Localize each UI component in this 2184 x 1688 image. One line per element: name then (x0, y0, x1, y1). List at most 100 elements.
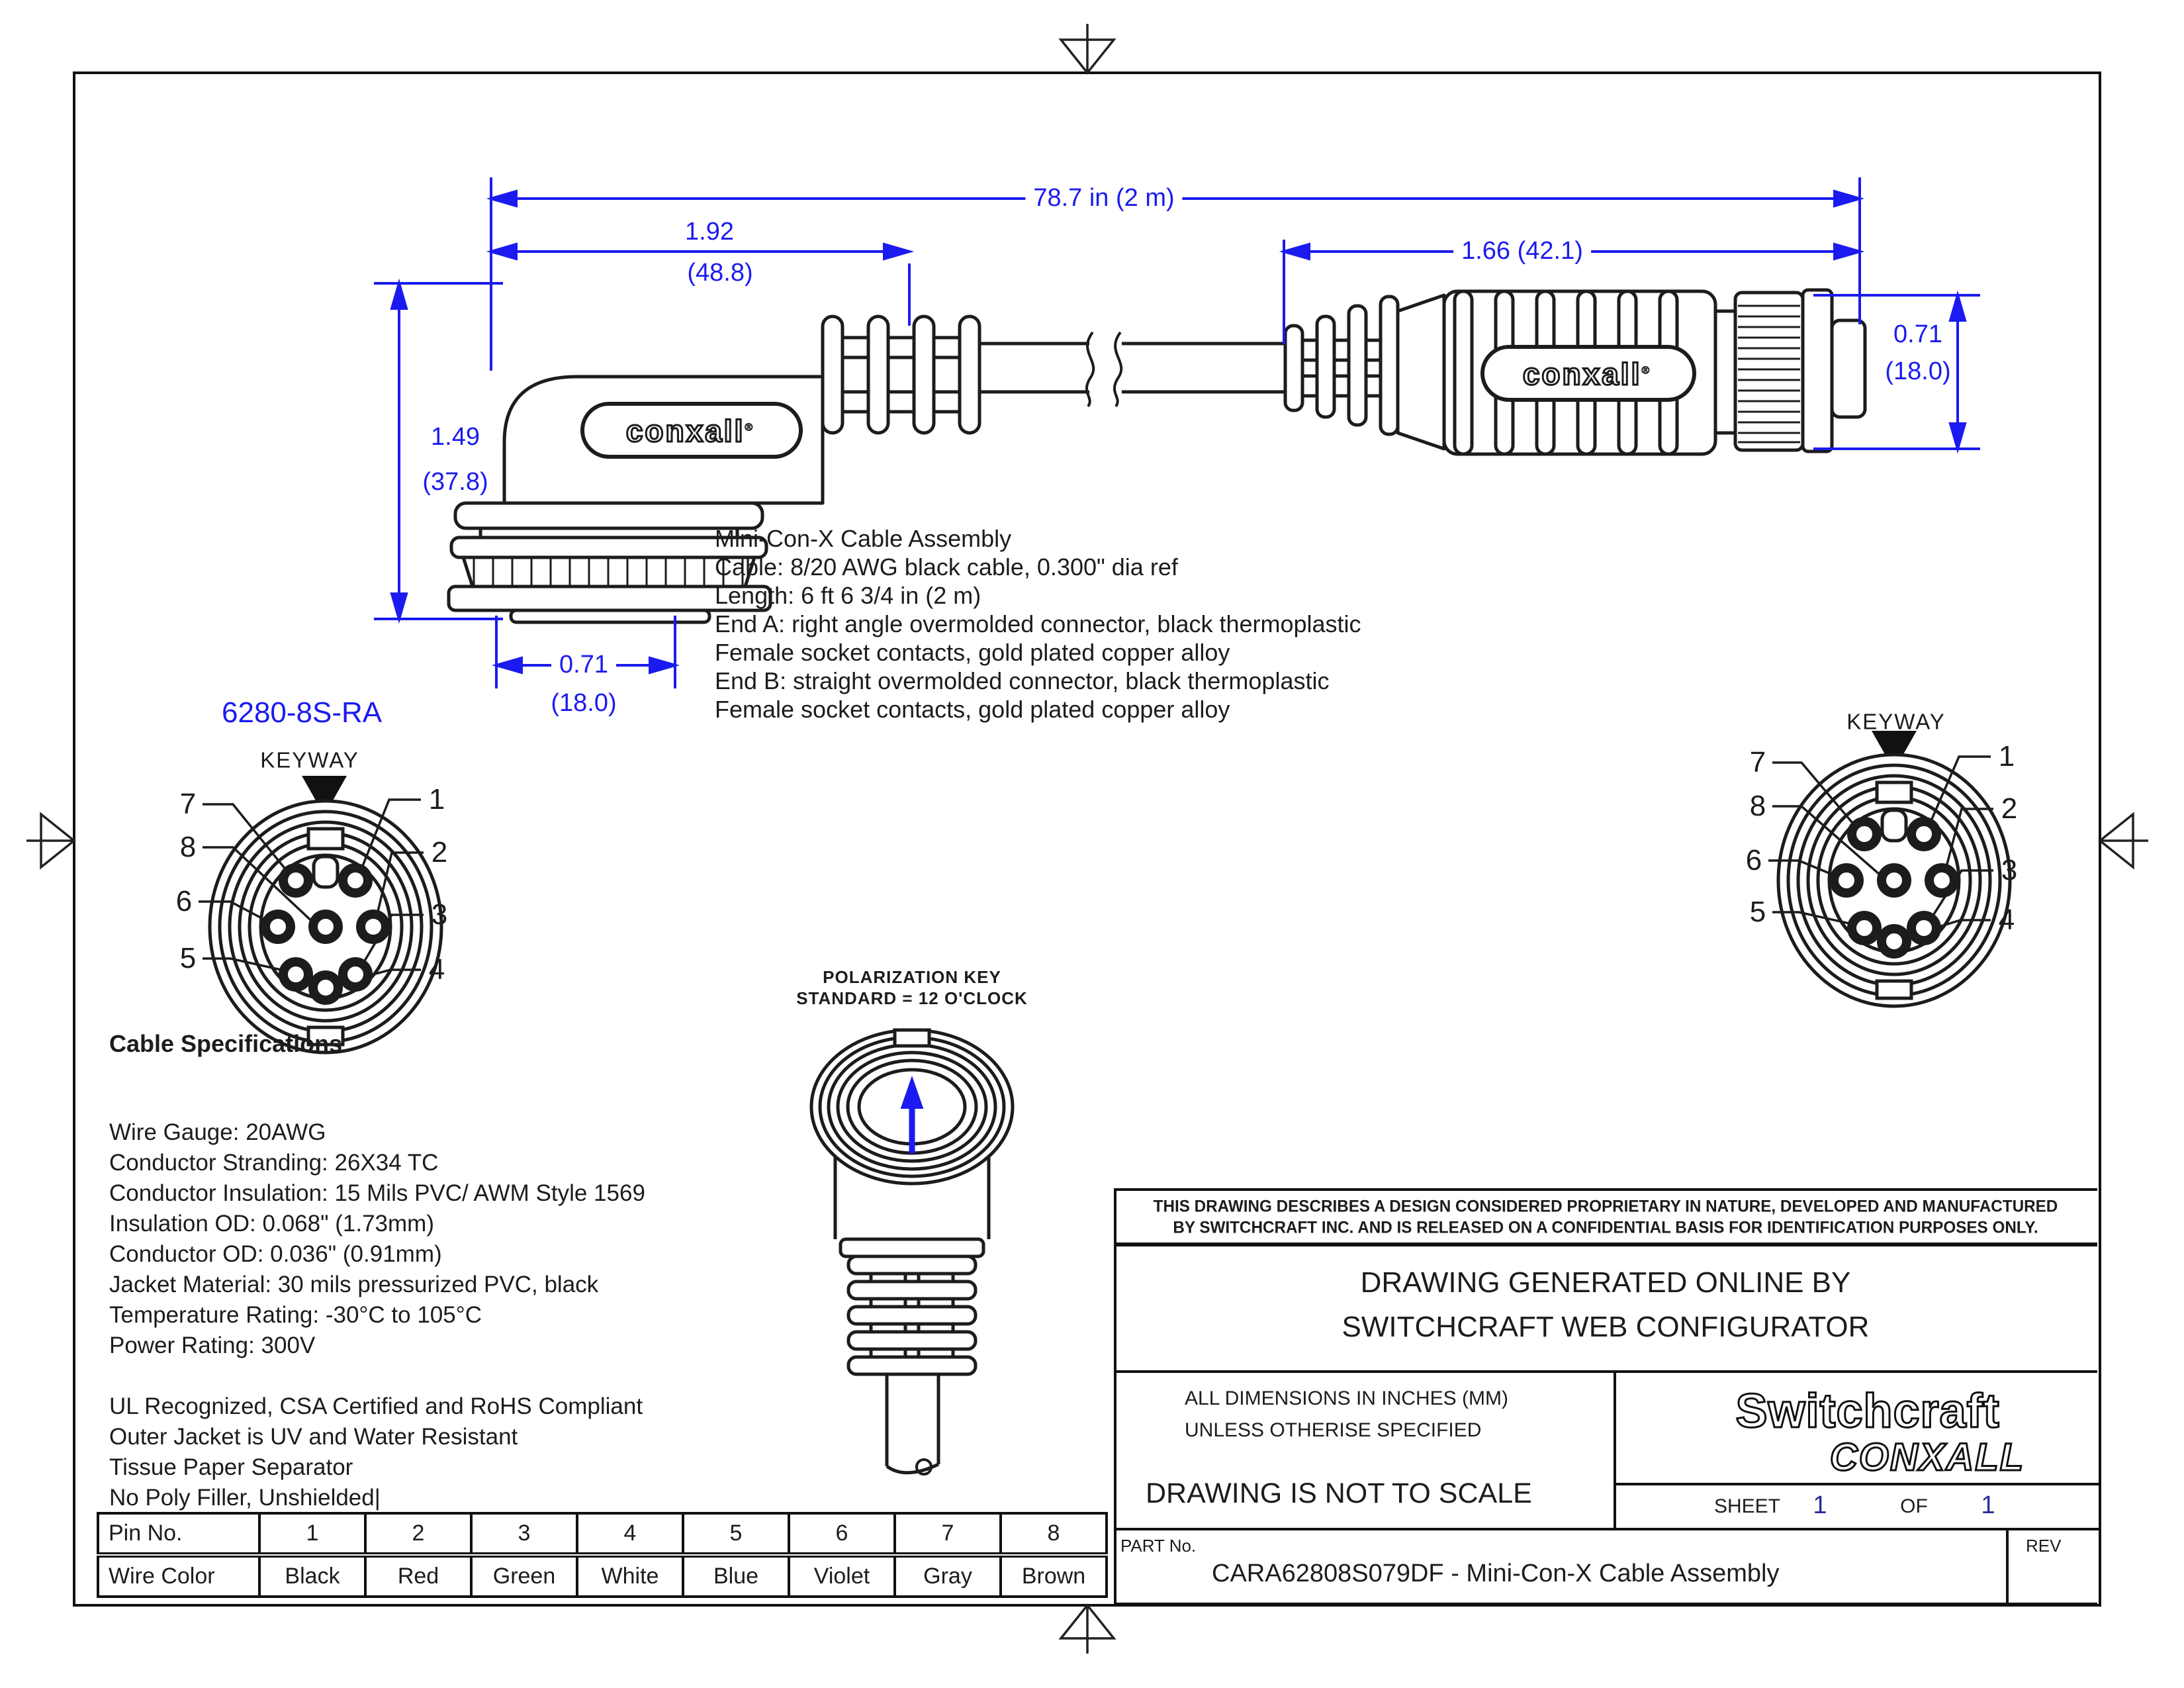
pin-label: 6 (175, 885, 193, 917)
not-to-scale-note: DRAWING IS NOT TO SCALE (1146, 1477, 1532, 1509)
wire-color-cell: Blue (682, 1554, 790, 1598)
end-a-knurl-lines (473, 559, 744, 585)
pin-label: 2 (2001, 792, 2018, 825)
keyway-triangle-icon (302, 776, 347, 816)
cable (979, 331, 1285, 408)
socket-contacts (1829, 817, 1959, 959)
keyway-triangle-icon (1872, 731, 1917, 771)
polarization-arrow-icon (900, 1075, 924, 1153)
end-b-nut-ridges (1738, 305, 1800, 444)
pin-cell: 2 (364, 1512, 473, 1558)
description-line: End A: right angle overmolded connector,… (715, 610, 1361, 637)
registration-mark-left (26, 812, 76, 870)
cable-specs-list: Wire Gauge: 20AWG Conductor Stranding: 2… (109, 1117, 645, 1513)
dim-end-a-length-mm: (48.8) (687, 259, 753, 287)
dim-end-b-dia-in: 0.71 (1893, 320, 1942, 348)
pin-label: 4 (1998, 904, 2015, 936)
end-a-logo-capsule (580, 402, 803, 459)
description-line: Length: 6 ft 6 3/4 in (2 m) (715, 582, 981, 609)
proprietary-line2: BY SWITCHCRAFT INC. AND IS RELEASED ON A… (1173, 1218, 2038, 1237)
table-row-wire-color: Wire Color Black Red Green White Blue Vi… (97, 1554, 1108, 1598)
conxall-logo-end-b: conxall® (1522, 357, 1652, 391)
of-number: 1 (1981, 1491, 1995, 1519)
end-b-connector (1283, 288, 1867, 456)
sheet-number: 1 (1813, 1491, 1827, 1519)
polarization-key-line2: STANDARD = 12 O'CLOCK (796, 988, 1028, 1008)
pin-label: 5 (179, 942, 197, 974)
dim-end-a-height-mm: (37.8) (422, 468, 488, 496)
all-dims-line1: ALL DIMENSIONS IN INCHES (MM) (1185, 1387, 1508, 1409)
spec-line: Insulation OD: 0.068" (1.73mm) (109, 1211, 434, 1237)
dim-end-b-length: 1.66 (42.1) (1453, 238, 1591, 263)
pin-label: 8 (179, 831, 197, 863)
pin-label: 8 (1749, 790, 1766, 822)
connector-part-number: 6280-8S-RA (222, 696, 383, 729)
pin-no-header: Pin No. (97, 1512, 261, 1558)
pin-cell: 7 (893, 1512, 1002, 1558)
pin-cell: 3 (470, 1512, 578, 1558)
registration-mark-bottom (1058, 1603, 1116, 1654)
pin-label: 4 (428, 953, 445, 986)
description-line: End B: straight overmolded connector, bl… (715, 667, 1330, 694)
pin-label: 5 (1749, 896, 1766, 928)
pin-cell: 6 (788, 1512, 896, 1558)
dim-end-a-height-in: 1.49 (431, 423, 480, 451)
rev-label: REV (2026, 1536, 2062, 1556)
part-number-row: PART No. CARA62808S079DF - Mini-Con-X Ca… (1114, 1530, 2097, 1603)
wire-color-table: Pin No. 1 2 3 4 5 6 7 8 Wire Color Black… (97, 1512, 1108, 1598)
all-dims-line2: UNLESS OTHERISE SPECIFIED (1185, 1419, 1482, 1441)
title-block (1114, 1188, 2097, 1605)
end-a-bellows (821, 314, 981, 435)
pin-cell: 4 (576, 1512, 684, 1558)
description-line: Female socket contacts, gold plated copp… (715, 639, 1230, 666)
pin-cell: 1 (258, 1512, 367, 1558)
dim-end-b-dia-mm: (18.0) (1885, 357, 1951, 385)
rev-cell: REV (2006, 1530, 2100, 1603)
pinout-end-a (199, 776, 443, 1055)
pin-label: 6 (1745, 844, 1762, 876)
keyway-label-end-b: KEYWAY (1846, 709, 1946, 734)
spec-note: Outer Jacket is UV and Water Resistant (109, 1424, 518, 1450)
spec-line: Conductor Insulation: 15 Mils PVC/ AWM S… (109, 1180, 645, 1206)
dim-overall-length: 78.7 in (2 m) (1025, 185, 1183, 211)
wire-color-cell: Red (364, 1554, 473, 1598)
generated-line1: DRAWING GENERATED ONLINE BY (1360, 1266, 1851, 1299)
pin-label: 7 (1749, 746, 1766, 778)
registered-mark: ® (1641, 365, 1652, 377)
registration-mark-top (1058, 24, 1116, 75)
assembly-description: Mini-Con-X Cable Assembly Cable: 8/20 AW… (715, 524, 1361, 724)
pin-leader-lines (1768, 755, 1993, 941)
conxall-logo-large: CONXALL (1829, 1436, 2025, 1479)
spec-note: No Poly Filler, Unshielded| (109, 1485, 381, 1511)
dim-end-a-dia-mm: (18.0) (551, 689, 617, 717)
spec-line: Temperature Rating: -30°C to 105°C (109, 1302, 482, 1328)
generated-online-box: DRAWING GENERATED ONLINE BY SWITCHCRAFT … (1114, 1246, 2097, 1373)
polarization-figure (809, 1028, 1015, 1476)
dim-end-a-length-in: 1.92 (685, 218, 734, 246)
wire-color-header: Wire Color (97, 1554, 261, 1598)
sheet-label: SHEET (1713, 1495, 1781, 1517)
pin-cell: 8 (999, 1512, 1108, 1558)
spec-line: Conductor OD: 0.036" (0.91mm) (109, 1241, 442, 1267)
description-line: Cable: 8/20 AWG black cable, 0.300" dia … (715, 553, 1178, 581)
proprietary-note-box: THIS DRAWING DESCRIBES A DESIGN CONSIDER… (1114, 1188, 2097, 1246)
brand-logo-area: Switchcraft CONXALL (1616, 1373, 2100, 1485)
pinout-end-b (1768, 731, 2012, 1008)
spec-line: Wire Gauge: 20AWG (109, 1119, 326, 1145)
wire-color-cell: Gray (893, 1554, 1002, 1598)
pin-cell: 5 (682, 1512, 790, 1558)
sheet-row: SHEET 1 OF 1 (1616, 1485, 2100, 1528)
generated-line2: SWITCHCRAFT WEB CONFIGURATOR (1342, 1311, 1870, 1343)
description-line: Mini-Con-X Cable Assembly (715, 525, 1012, 552)
switchcraft-logo: Switchcraft (1735, 1385, 2000, 1438)
polarization-key-line1: POLARIZATION KEY (823, 967, 1001, 987)
spec-note: Tissue Paper Separator (109, 1454, 353, 1480)
table-row-pin-no: Pin No. 1 2 3 4 5 6 7 8 (97, 1512, 1108, 1558)
spec-line: Conductor Stranding: 26X34 TC (109, 1150, 439, 1176)
wire-color-cell: Violet (788, 1554, 896, 1598)
keyway-label-end-a: KEYWAY (260, 747, 359, 773)
pin-label: 1 (1998, 740, 2015, 773)
cable-specs-title: Cable Specifications (109, 1030, 343, 1057)
wire-color-cell: White (576, 1554, 684, 1598)
